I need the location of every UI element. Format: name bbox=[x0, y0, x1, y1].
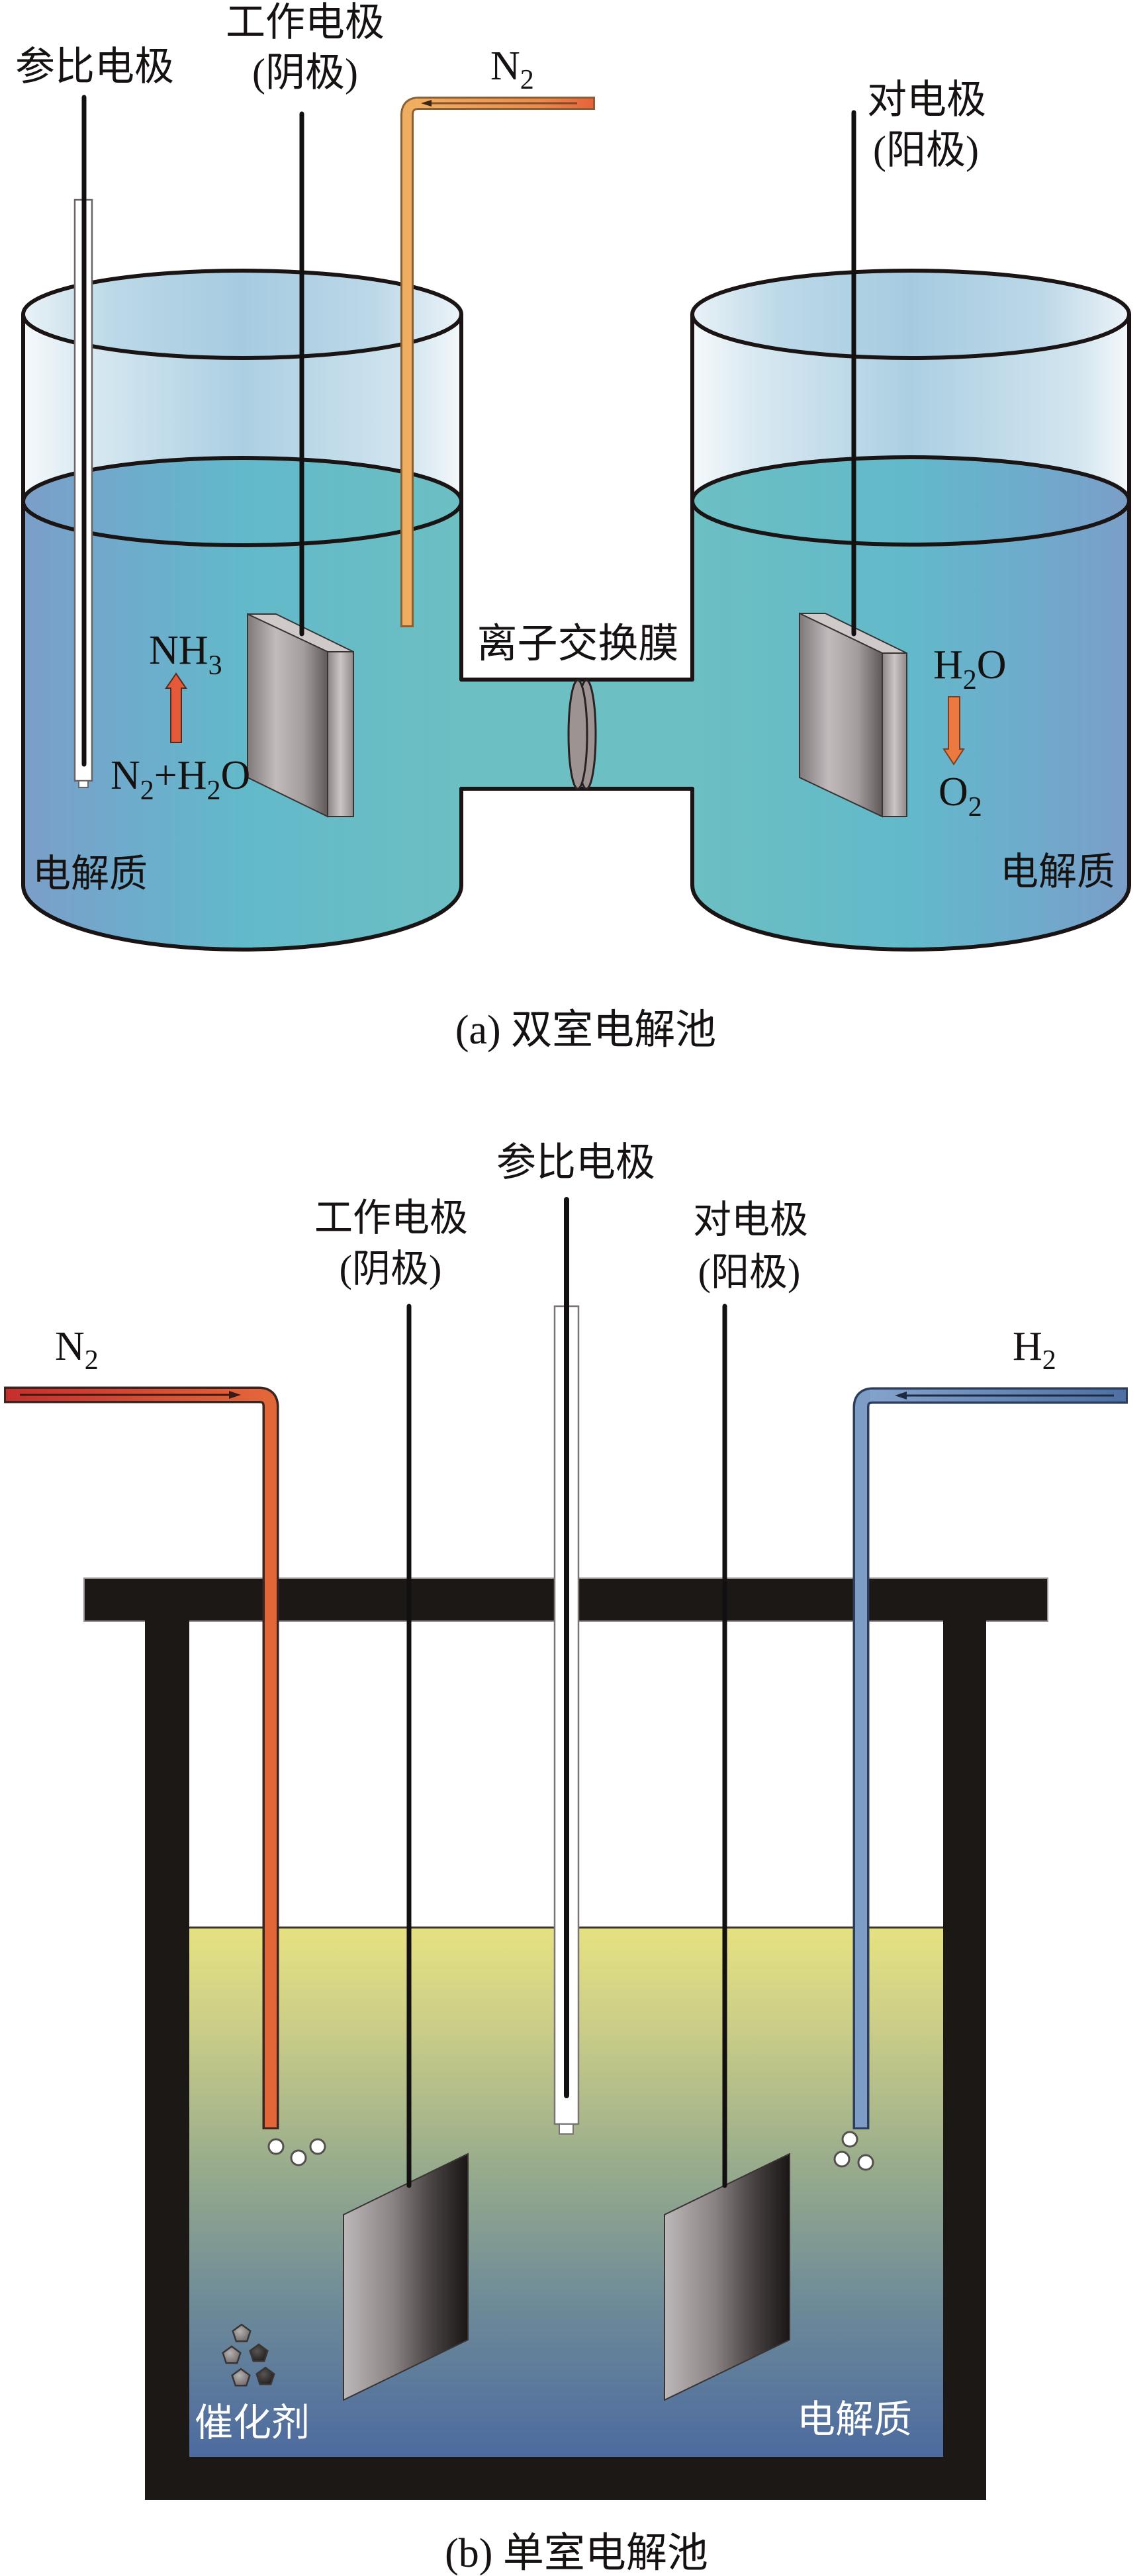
membrane-disc-front bbox=[567, 679, 588, 790]
formula-part: N bbox=[490, 44, 520, 89]
cathode-bottom bbox=[21, 883, 463, 952]
catalyst-particle-icon bbox=[249, 2343, 269, 2362]
reference-electrode-label: 参比电极 bbox=[496, 1141, 655, 1184]
working-electrode-label: 工作电极 bbox=[314, 1196, 468, 1239]
anode-reaction-arrow-down-icon bbox=[942, 696, 965, 766]
plate-side-face bbox=[882, 652, 907, 817]
cell-left-wall bbox=[145, 1621, 189, 2500]
formula-part: H bbox=[1013, 1324, 1042, 1369]
gas-flow-arrowhead-icon bbox=[229, 1391, 241, 1399]
working-electrode-label: 工作电极 bbox=[226, 1, 385, 44]
catalyst-particle-icon bbox=[232, 2323, 252, 2342]
catalyst-particle-icon bbox=[231, 2368, 251, 2387]
working-electrode-role-label: (阴极) bbox=[340, 1247, 442, 1290]
formula-subscript: 2 bbox=[85, 1345, 99, 1376]
counter-electrode-a bbox=[799, 110, 907, 818]
reference-tip bbox=[559, 2123, 574, 2135]
counter-electrode-b bbox=[664, 1304, 790, 2401]
product-nh3-label: NH3 bbox=[149, 628, 222, 681]
n2-inlet-label: N2 bbox=[55, 1324, 99, 1376]
counter-plate bbox=[664, 2153, 790, 2401]
cell-right-wall bbox=[943, 1621, 986, 2500]
cathode-reaction-arrow-up-icon bbox=[165, 672, 187, 743]
reference-electrode-b bbox=[553, 1197, 580, 2135]
product-o2-label: O2 bbox=[939, 770, 982, 822]
panel-a-caption: (a) 双室电解池 bbox=[455, 1008, 716, 1053]
bubble-icon bbox=[833, 2151, 850, 2168]
cell-frame bbox=[83, 1577, 1048, 2500]
electrolyte-anode bbox=[692, 458, 1129, 950]
panel-a-two-chamber-cell: 参比电极 工作电极 (阴极) 对电极 (阳极) N2 离子交换膜 NH3 N2+… bbox=[15, 1, 1131, 1053]
catalyst-particle-icon bbox=[222, 2345, 242, 2364]
formula-subscript: 2 bbox=[207, 776, 221, 806]
formula-subscript: 2 bbox=[140, 776, 154, 806]
beaker-rim bbox=[23, 271, 461, 358]
n2-inlet-tube-b bbox=[4, 1386, 279, 2129]
n2-inlet-tube-a bbox=[400, 97, 595, 627]
anode-bottom bbox=[690, 883, 1131, 952]
cell-bottom bbox=[145, 2457, 986, 2500]
formula-subscript: 2 bbox=[1042, 1345, 1056, 1376]
formula-part: O bbox=[977, 643, 1007, 688]
formula-part: N bbox=[111, 753, 140, 798]
catalyst-label: 催化剂 bbox=[195, 2401, 310, 2444]
bubble-icon bbox=[309, 2138, 326, 2155]
working-electrode-b bbox=[343, 1304, 469, 2401]
working-electrode-a bbox=[247, 111, 354, 818]
panel-b-caption: (b) 单室电解池 bbox=[445, 2531, 708, 2576]
membrane-label: 离子交换膜 bbox=[477, 622, 678, 666]
electrolyte-label-cathode: 电解质 bbox=[32, 852, 148, 895]
reference-electrode-label: 参比电极 bbox=[15, 45, 174, 89]
formula-part: +H bbox=[154, 753, 207, 798]
formula-subscript: 3 bbox=[208, 650, 222, 681]
panel-b-single-chamber-cell: 参比电极 工作电极 (阴极) 对电极 (阳极) N2 H2 催化剂 电解质 (b… bbox=[4, 1141, 1128, 2576]
catalyst-particles bbox=[222, 2323, 275, 2387]
electrolyte-label-anode: 电解质 bbox=[1000, 850, 1115, 893]
ion-exchange-membrane bbox=[567, 679, 597, 790]
anode-chamber bbox=[692, 271, 1129, 950]
formula-part: O bbox=[939, 770, 968, 815]
formula-part: H bbox=[933, 643, 963, 688]
gas-flow-arrowhead-icon bbox=[895, 1392, 907, 1399]
bubble-icon bbox=[267, 2138, 285, 2155]
counter-electrode-role-label: (阳极) bbox=[873, 128, 979, 172]
electrolyte-cathode bbox=[23, 458, 461, 950]
bubble-icon bbox=[290, 2149, 307, 2166]
gas-flow-arrowhead-icon bbox=[421, 100, 432, 107]
h2-inlet-label: H2 bbox=[1013, 1324, 1056, 1376]
formula-subscript: 2 bbox=[968, 792, 982, 822]
bubble-icon bbox=[841, 2131, 858, 2148]
h2-bubbles bbox=[833, 2131, 874, 2171]
h2-inlet-tube-b bbox=[852, 1387, 1128, 2129]
formula-subscript: 2 bbox=[963, 665, 977, 695]
reactant-h2o-label: H2O bbox=[933, 643, 1007, 695]
bubble-icon bbox=[857, 2154, 874, 2171]
formula-part: N bbox=[55, 1324, 85, 1369]
counter-electrode-label: 对电极 bbox=[867, 78, 986, 122]
counter-electrode-role-label: (阳极) bbox=[698, 1251, 801, 1294]
reference-electrode-a bbox=[73, 95, 93, 788]
reference-tip bbox=[78, 780, 89, 788]
reactants-n2-h2o-label: N2+H2O bbox=[111, 753, 250, 806]
n2-inlet-label: N2 bbox=[490, 44, 534, 95]
counter-electrode-label: 对电极 bbox=[693, 1198, 808, 1241]
catalyst-particle-icon bbox=[255, 2366, 275, 2385]
working-electrode-role-label: (阴极) bbox=[252, 51, 358, 95]
formula-part: NH bbox=[149, 628, 208, 673]
formula-part: O bbox=[221, 753, 251, 798]
formula-subscript: 2 bbox=[520, 65, 534, 95]
electrolyte-label: 电解质 bbox=[797, 2398, 912, 2441]
working-plate bbox=[343, 2153, 469, 2401]
n2-bubbles bbox=[267, 2138, 326, 2166]
plate-side-face bbox=[327, 651, 354, 817]
beaker-rim bbox=[692, 271, 1129, 358]
